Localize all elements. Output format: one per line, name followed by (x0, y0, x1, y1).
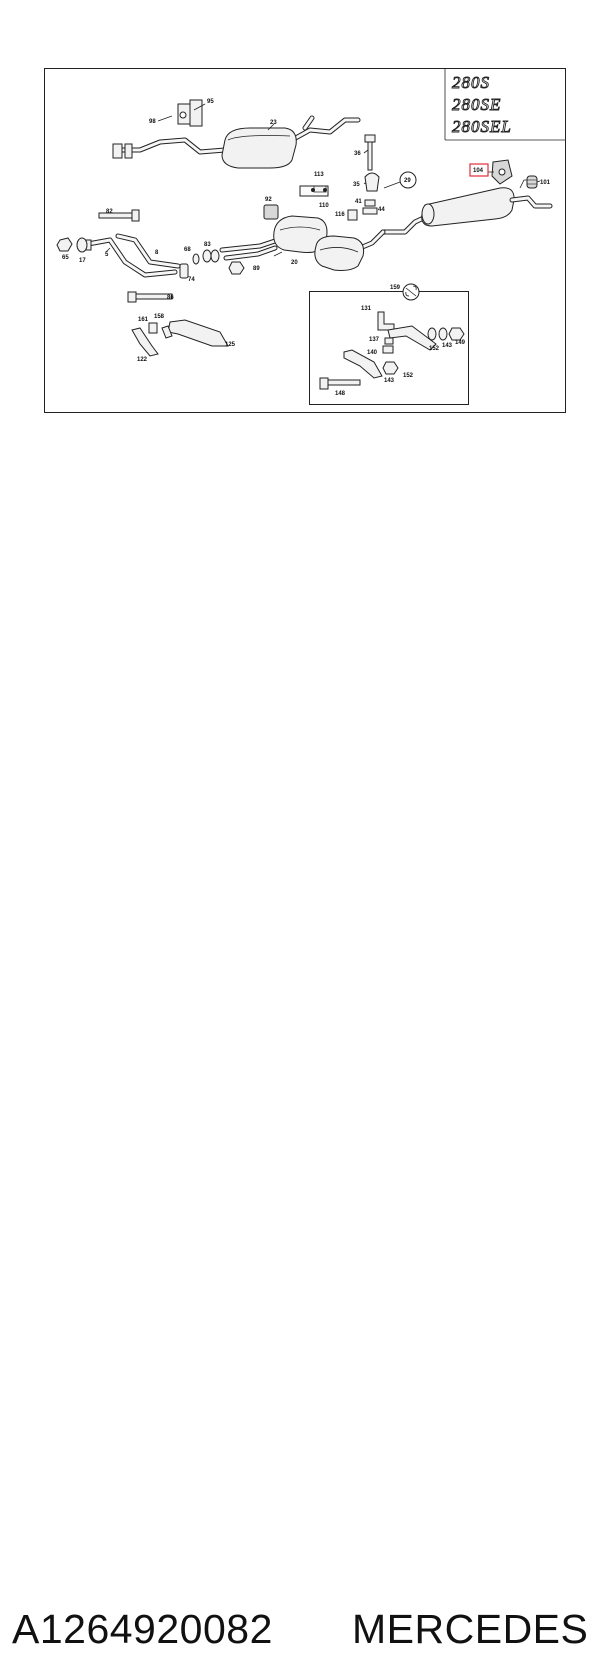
hanger-104 (491, 159, 513, 185)
model-badge-box: 280S 280SE 280SEL (444, 68, 565, 141)
callout-148[interactable]: 148 (335, 391, 346, 397)
bolt-36 (364, 134, 376, 171)
callout-113[interactable]: 113 (314, 172, 324, 178)
front-pipe-upper (112, 115, 361, 159)
rubber-buffer-101 (526, 175, 538, 189)
callout-125[interactable]: 125 (225, 342, 236, 348)
callout-152-bottom[interactable]: 152 (403, 373, 414, 379)
callout-116[interactable]: 116 (335, 212, 345, 218)
callout-98[interactable]: 98 (149, 119, 156, 125)
model-badge-280se: 280SE (452, 95, 501, 114)
part-number: A1264920082 (12, 1606, 273, 1652)
callout-68[interactable]: 68 (184, 247, 191, 253)
callout-122[interactable]: 122 (137, 357, 148, 363)
washers-68-83-89 (192, 249, 245, 275)
clamp-74 (179, 263, 189, 279)
callout-5[interactable]: 5 (105, 252, 109, 258)
rubber-mount-92 (263, 204, 279, 220)
callout-140[interactable]: 140 (367, 350, 378, 356)
callout-110[interactable]: 110 (319, 203, 329, 209)
callout-101[interactable]: 101 (540, 180, 551, 186)
callout-89[interactable]: 89 (253, 266, 260, 272)
callout-23[interactable]: 23 (270, 120, 277, 126)
callout-74[interactable]: 74 (188, 277, 195, 283)
callout-44[interactable]: 44 (378, 207, 385, 213)
model-badge-280sel: 280SEL (452, 117, 512, 136)
center-muffler (221, 127, 297, 169)
callout-143-bottom[interactable]: 143 (384, 378, 395, 384)
callout-82[interactable]: 82 (106, 209, 113, 215)
hanger-95 (177, 99, 206, 127)
callout-8[interactable]: 8 (155, 250, 159, 256)
front-pipe-lower (82, 233, 181, 278)
bolt-82 (98, 209, 140, 222)
callout-149[interactable]: 149 (455, 340, 466, 346)
callout-65[interactable]: 65 (62, 255, 69, 261)
callout-143-top[interactable]: 143 (442, 343, 453, 349)
callout-159[interactable]: 159 (390, 285, 401, 291)
callout-35[interactable]: 35 (353, 182, 360, 188)
rear-muffler (380, 179, 553, 235)
callout-95[interactable]: 95 (207, 99, 214, 105)
model-badge-280s: 280S (452, 73, 490, 92)
callout-29[interactable]: 29 (404, 178, 411, 184)
callout-36[interactable]: 36 (354, 151, 361, 157)
caption-bar: A1264920082 MERCEDES (0, 800, 600, 1652)
brand-name: MERCEDES (352, 1606, 589, 1652)
center-pipe-20 (219, 215, 386, 271)
inset-box (309, 283, 469, 405)
diagram-frame (44, 68, 566, 413)
callouts: 95 98 23 36 113 35 29 104 101 110 41 44 … (62, 99, 551, 397)
callout-158[interactable]: 158 (154, 314, 165, 320)
callout-104-highlight (469, 163, 489, 177)
callout-17[interactable]: 17 (79, 258, 86, 264)
exhaust-system-diagram: 280S 280SE 280SEL (44, 68, 566, 413)
callout-92[interactable]: 92 (265, 197, 272, 203)
clamp-parts (299, 172, 380, 221)
callout-86[interactable]: 86 (167, 295, 174, 301)
callout-83[interactable]: 83 (204, 242, 211, 248)
callout-161[interactable]: 161 (138, 317, 149, 323)
callout-29-circle (399, 171, 417, 189)
callout-41[interactable]: 41 (355, 199, 362, 205)
callout-152-top[interactable]: 152 (429, 346, 440, 352)
bolt-86 (127, 291, 173, 303)
callout-131[interactable]: 131 (361, 306, 372, 312)
callout-137[interactable]: 137 (369, 337, 380, 343)
callout-104[interactable]: 104 (473, 168, 484, 174)
leader-lines (105, 115, 541, 257)
nuts-65-17 (56, 237, 88, 253)
bracket-set-lower (131, 319, 229, 357)
callout-20[interactable]: 20 (291, 260, 298, 266)
